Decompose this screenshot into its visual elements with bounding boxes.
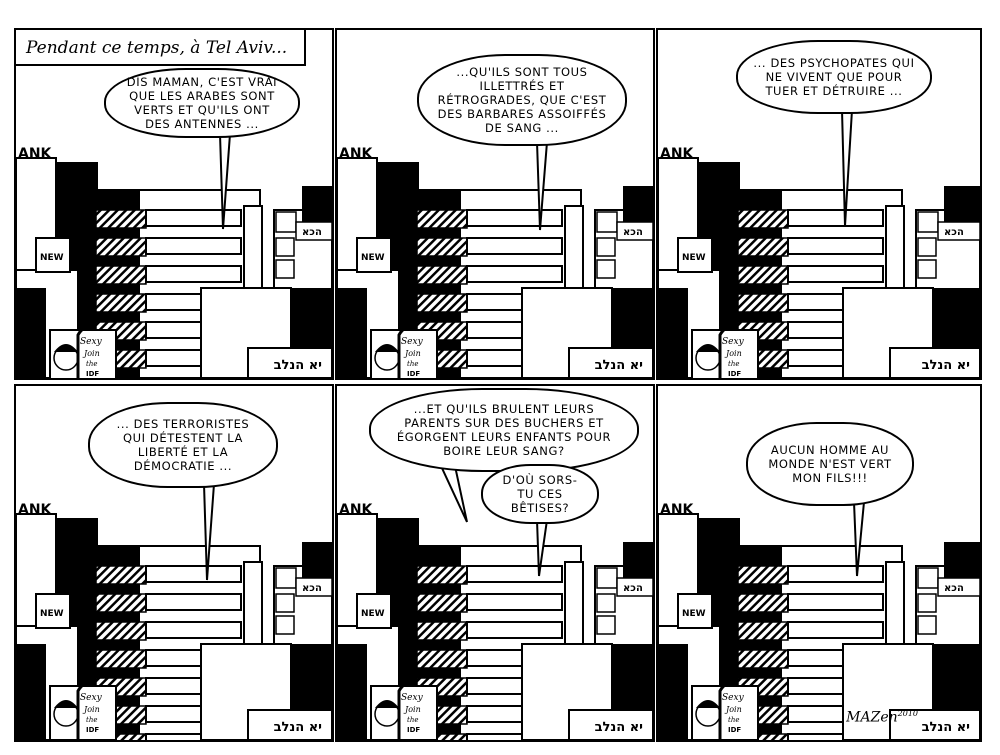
artist-signature: MAZen2010 [846,709,918,726]
svg-text:NEW: NEW [361,253,385,263]
svg-text:NEW: NEW [682,253,706,263]
comic-panel-5: ANK NEW הכא Sexy Join the IDF יא הנלב [335,384,655,742]
svg-text:ANK: ANK [660,146,695,162]
svg-text:NEW: NEW [682,609,706,619]
svg-text:Join: Join [724,705,742,714]
bubble-tail [841,110,853,227]
bubble-tail [203,484,215,581]
svg-text:IDF: IDF [728,370,741,378]
comic-panel-3: ANK NEW הכא Sexy Join the IDF יא הנלב [656,28,982,380]
street-scene-drawing: ANK NEW הכא Sexy Join the IDF יא הנלב [337,502,653,740]
svg-text:Sexy: Sexy [80,693,103,703]
svg-text:the: the [407,716,418,724]
svg-text:ANK: ANK [339,146,374,162]
caption-box: Pendant ce temps, à Tel Aviv... [16,30,306,66]
svg-text:יא הנלב: יא הנלב [274,720,322,735]
svg-text:Sexy: Sexy [722,337,745,347]
bubble-tail [536,520,548,577]
svg-text:Sexy: Sexy [401,693,424,703]
svg-text:יא הנלב: יא הנלב [274,358,322,373]
street-scene-drawing: ANK NEW הכא Sexy Join the IDF יא הנלב [16,502,332,740]
svg-text:IDF: IDF [86,370,99,378]
comic-panel-2: ANK NEW הכא Sexy Join the IDF יא הנלב [335,28,655,380]
svg-text:ANK: ANK [339,502,374,518]
svg-text:Join: Join [724,349,742,358]
svg-text:Sexy: Sexy [401,337,424,347]
svg-text:יא הנלב: יא הנלב [922,720,970,735]
bubble-tail [440,466,468,523]
svg-text:Join: Join [82,349,100,358]
svg-text:יא הנלב: יא הנלב [595,358,643,373]
svg-text:NEW: NEW [40,609,64,619]
street-scene-drawing: ANK NEW הכא Sexy Join the IDF יא הנלב [658,502,980,740]
svg-text:IDF: IDF [86,726,99,734]
svg-text:הכא: הכא [623,227,643,238]
svg-text:ANK: ANK [18,146,53,162]
svg-text:הכא: הכא [302,227,322,238]
svg-text:Sexy: Sexy [722,693,745,703]
svg-text:הכא: הכא [302,583,322,594]
speech-bubble-mother: AUCUN HOMME AU MONDE N'EST VERT MON FILS… [746,422,914,506]
street-scene-drawing: ANK NEW הכא Sexy Join the IDF יא הנלב [16,146,332,378]
svg-text:the: the [728,360,739,368]
bubble-tail [219,134,231,230]
svg-text:ANK: ANK [660,502,695,518]
street-scene-drawing: ANK NEW הכא Sexy Join the IDF יא הנלב [337,146,653,378]
speech-bubble-child: ... DES TERRORISTES QUI DÉTESTENT LA LIB… [88,402,278,488]
bubble-tail [853,502,865,577]
speech-bubble-child: ... DES PSYCHOPATES QUI NE VIVENT QUE PO… [736,40,932,114]
signature-name: MAZen [846,710,898,726]
svg-text:Sexy: Sexy [80,337,103,347]
svg-text:the: the [86,360,97,368]
svg-text:NEW: NEW [361,609,385,619]
speech-bubble-child: ...QU'ILS SONT TOUS ILLETTRÉS ET RÉTROGR… [417,54,627,146]
svg-text:IDF: IDF [407,726,420,734]
svg-text:ANK: ANK [18,502,53,518]
svg-text:יא הנלב: יא הנלב [595,720,643,735]
svg-text:the: the [407,360,418,368]
svg-text:IDF: IDF [407,370,420,378]
comic-panel-1: ANK NEW הכא Sexy Join the IDF יא הנלב [14,28,334,380]
svg-text:Join: Join [403,349,421,358]
svg-text:NEW: NEW [40,253,64,263]
svg-text:the: the [728,716,739,724]
svg-text:יא הנלב: יא הנלב [922,358,970,373]
svg-text:הכא: הכא [623,583,643,594]
svg-text:IDF: IDF [728,726,741,734]
svg-text:the: the [86,716,97,724]
speech-bubble-child: DIS MAMAN, C'EST VRAI QUE LES ARABES SON… [104,68,300,138]
street-scene-drawing: ANK NEW הכא Sexy Join the IDF יא הנלב [658,146,980,378]
bubble-tail [536,142,548,231]
svg-text:הכא: הכא [944,227,964,238]
comic-panel-6: ANK NEW הכא Sexy Join the IDF יא הנלב [656,384,982,742]
comic-panel-4: ANK NEW הכא Sexy Join the IDF יא הנלב [14,384,334,742]
signature-year: 2010 [897,709,918,719]
svg-text:Join: Join [403,705,421,714]
speech-bubble-child: ...ET QU'ILS BRULENT LEURS PARENTS SUR D… [369,388,639,472]
svg-text:Join: Join [82,705,100,714]
speech-bubble-mother: D'OÙ SORS-TU CES BÊTISES? [481,464,599,524]
svg-text:הכא: הכא [944,583,964,594]
